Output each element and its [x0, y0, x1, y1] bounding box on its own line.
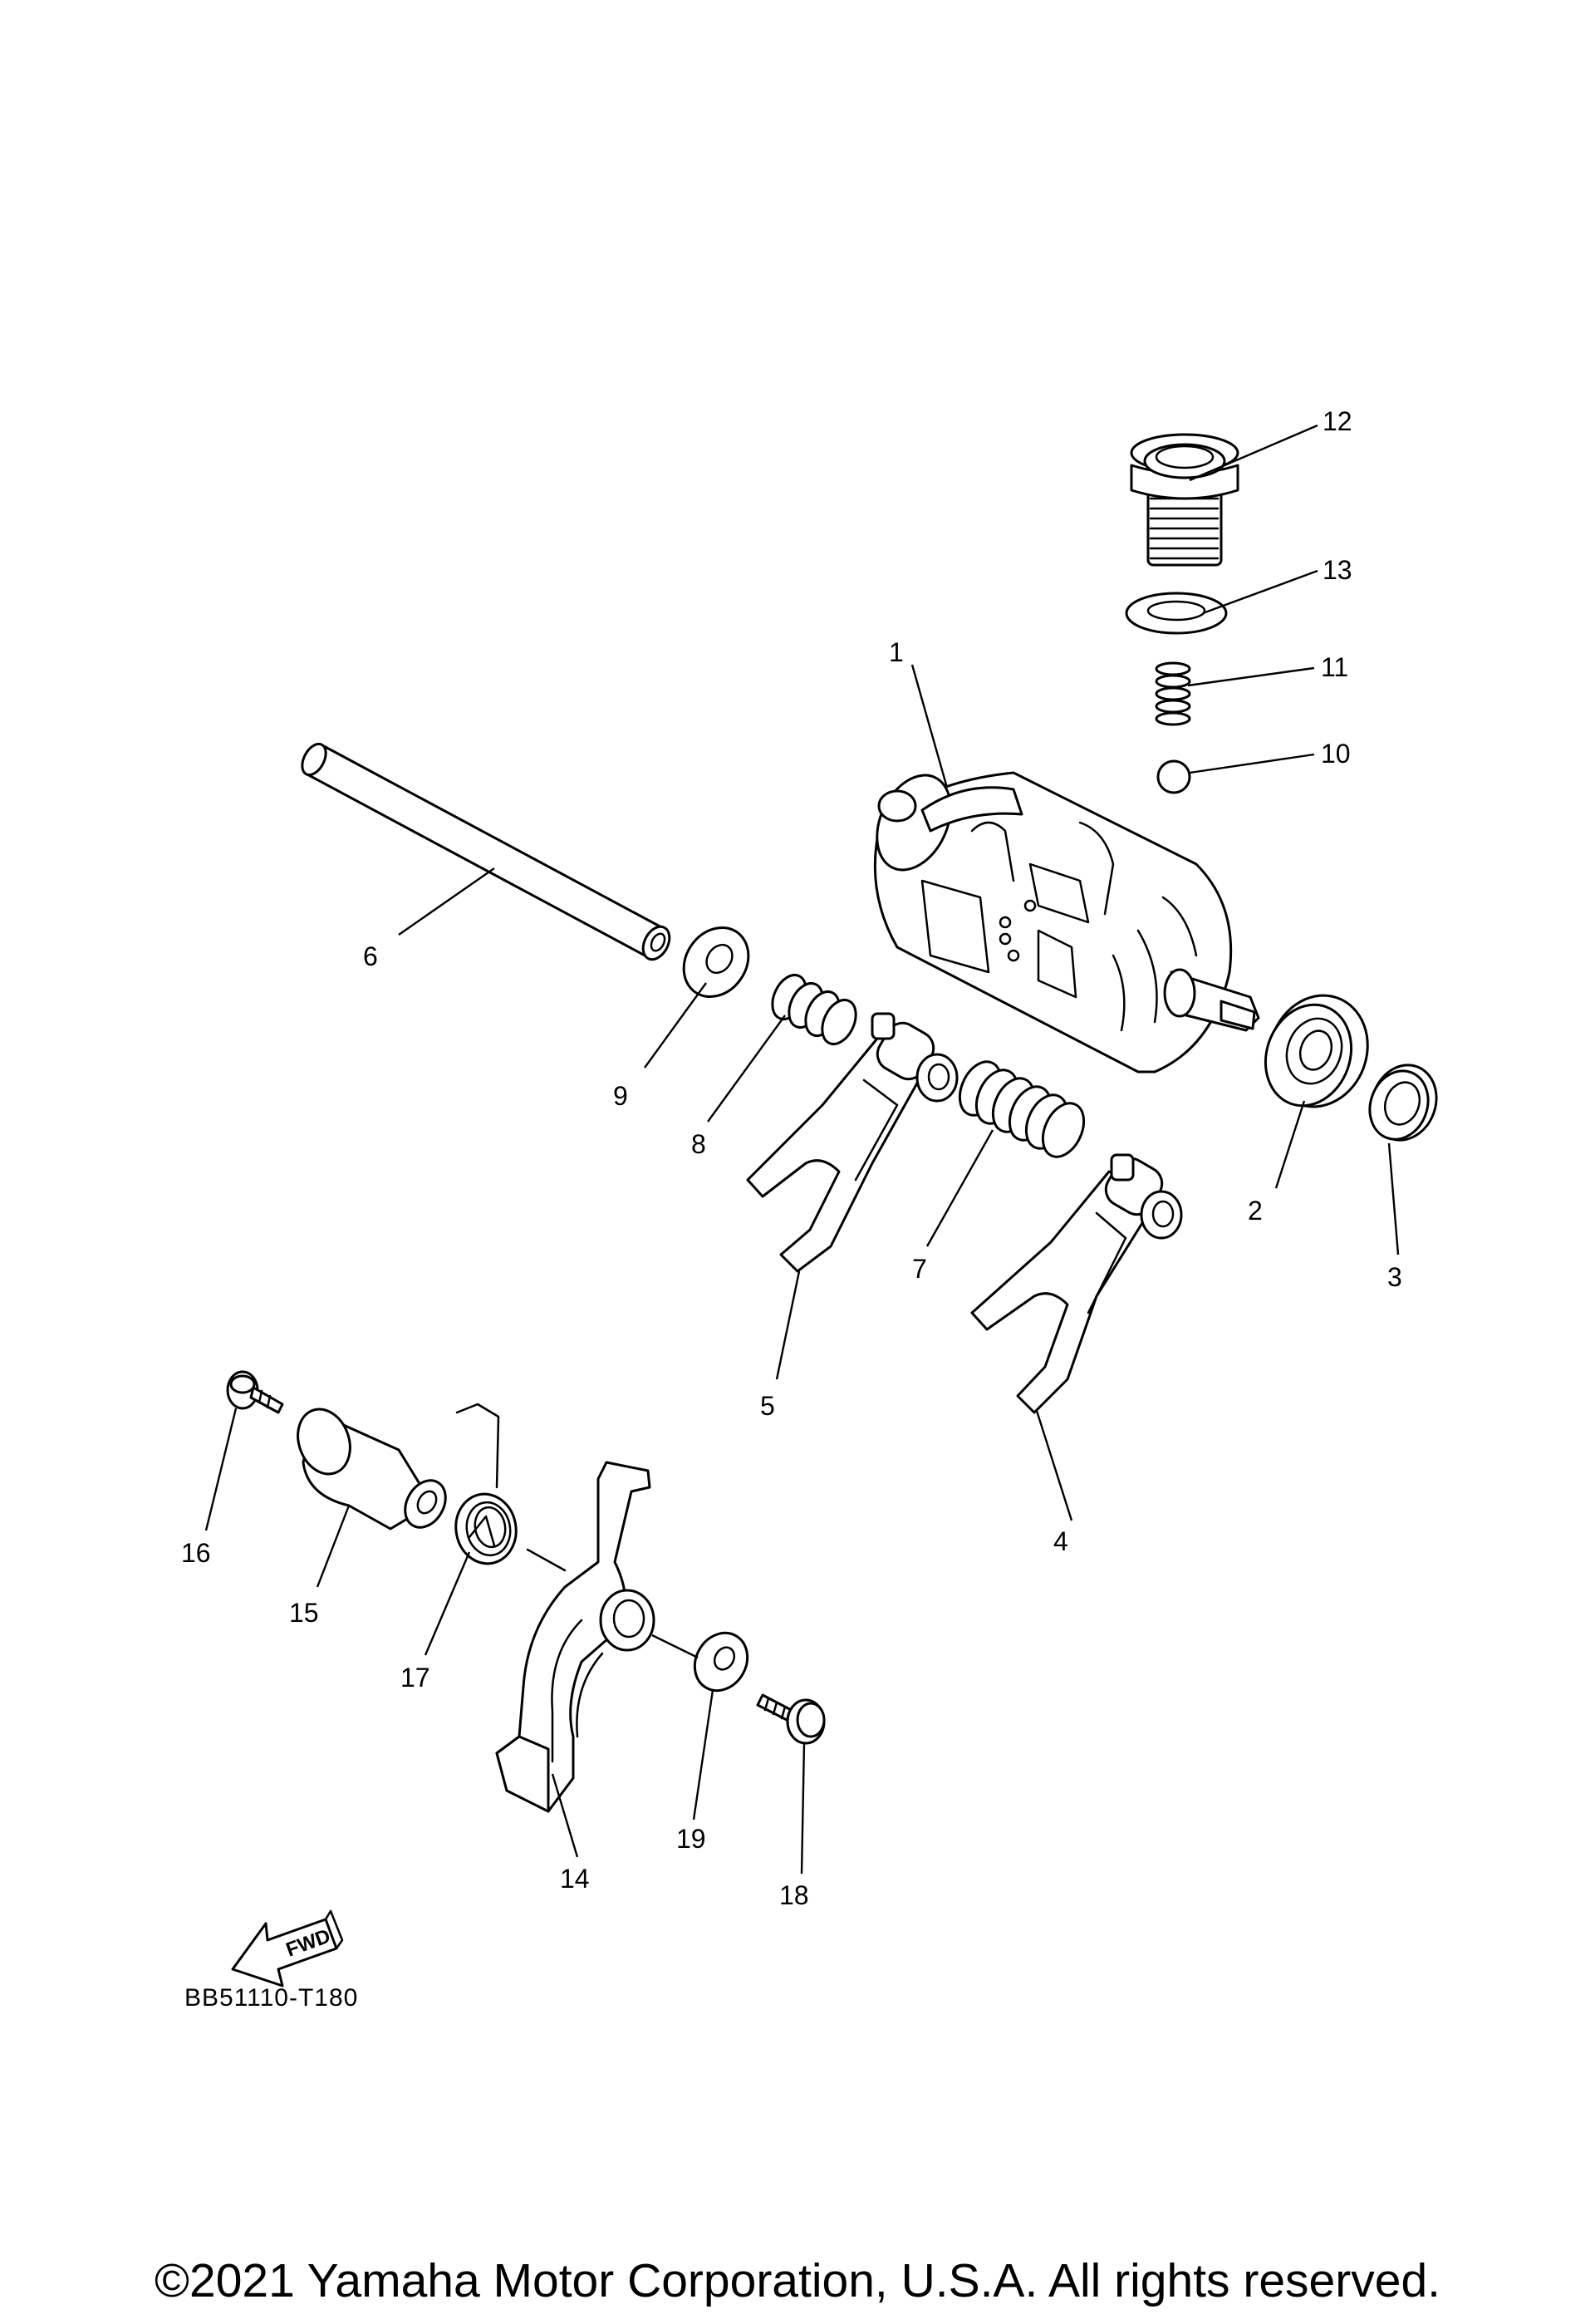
part-oil-seal: [1368, 1064, 1438, 1142]
part-guide-bar: [301, 742, 671, 961]
callout-7: 7: [912, 1254, 927, 1284]
part-shift-drum: [873, 771, 1260, 1074]
part-gasket: [1125, 592, 1228, 635]
callout-labels: 1 2 3 4 5 6 7 8 9 10 11 12 13 14 15 16 1…: [181, 406, 1402, 1910]
drawing-code: BB51110-T180: [184, 1984, 359, 2012]
part-lever-washer: [693, 1631, 749, 1693]
callout-19: 19: [676, 1824, 706, 1854]
part-shift-lever: [495, 1461, 655, 1813]
part-small-spring: [1155, 661, 1191, 726]
leader-lines: [204, 424, 1400, 1874]
part-ball: [1156, 759, 1191, 794]
part-lever-bolt: [756, 1693, 826, 1745]
copyright-notice: ©2021 Yamaha Motor Corporation, U.S.A. A…: [155, 2254, 1440, 2307]
callout-17: 17: [400, 1663, 430, 1693]
callout-9: 9: [613, 1081, 628, 1111]
part-torsion-spring: [454, 1403, 567, 1572]
part-collar: [297, 1408, 447, 1530]
callout-14: 14: [560, 1864, 590, 1894]
part-shift-fork-upper: [746, 1012, 959, 1273]
callout-10: 10: [1321, 739, 1351, 769]
callout-4: 4: [1053, 1526, 1068, 1556]
part-screw: [226, 1370, 284, 1414]
callout-8: 8: [691, 1129, 706, 1159]
callout-12: 12: [1323, 406, 1352, 436]
callout-2: 2: [1248, 1196, 1263, 1226]
part-washer: [682, 926, 750, 999]
part-shift-fork-lower: [970, 1153, 1183, 1414]
part-spring-small: [771, 974, 857, 1045]
callout-16: 16: [181, 1538, 211, 1568]
callout-18: 18: [779, 1880, 809, 1910]
callout-15: 15: [289, 1598, 319, 1628]
callout-11: 11: [1321, 652, 1348, 682]
fwd-arrow-icon: FWD: [231, 1909, 344, 1987]
part-bolt: [1130, 433, 1239, 567]
callout-6: 6: [363, 941, 378, 971]
part-bearing: [1264, 994, 1369, 1108]
callout-5: 5: [760, 1391, 775, 1421]
part-spring-large: [958, 1060, 1086, 1158]
callout-13: 13: [1323, 555, 1352, 585]
callout-1: 1: [889, 637, 904, 667]
callout-3: 3: [1387, 1262, 1402, 1292]
